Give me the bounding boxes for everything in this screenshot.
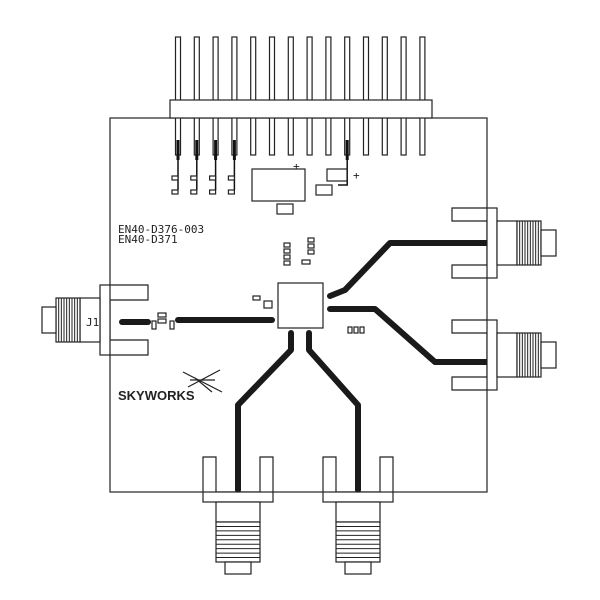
part-number-1: EN40-D376-003	[118, 223, 204, 236]
component-pad	[276, 203, 294, 215]
header-pins	[171, 36, 426, 195]
pad	[190, 189, 198, 195]
polarity-mark-2: +	[353, 169, 360, 182]
sma-connectors	[41, 207, 557, 575]
pin-trace	[338, 160, 348, 186]
part-number-2: EN40-D371	[118, 233, 178, 246]
header-pin	[174, 36, 182, 156]
skyworks-logo: SKYWORKS	[118, 369, 223, 403]
sma-flange	[99, 284, 111, 356]
pad	[171, 175, 179, 181]
pad	[171, 189, 179, 195]
sma-thread	[516, 220, 542, 266]
header-pin	[193, 36, 200, 156]
component-pad	[326, 168, 348, 182]
sma-flange	[202, 491, 274, 503]
pad	[209, 175, 217, 181]
header-pin	[212, 36, 219, 156]
rf-switch-ic	[277, 282, 324, 329]
sma-thread	[516, 332, 542, 378]
rf-traces	[119, 240, 490, 493]
svg-text:SKYWORKS: SKYWORKS	[118, 388, 195, 403]
header-pin	[231, 36, 238, 156]
polarity-mark: +	[293, 160, 300, 173]
sma-thread	[335, 521, 381, 563]
header-pin	[344, 36, 351, 156]
connector-label-j1: J1	[86, 316, 99, 329]
sma-flange	[486, 319, 498, 391]
sma-thread	[55, 297, 81, 343]
pad	[227, 189, 235, 195]
header-pin	[362, 36, 370, 156]
pad	[209, 189, 217, 195]
pad	[227, 175, 235, 181]
component-pad	[315, 184, 333, 196]
header-pin	[400, 36, 407, 156]
header-pin	[306, 36, 313, 156]
sma-flange	[486, 207, 498, 279]
header-pin	[325, 36, 332, 156]
header-pin	[419, 36, 426, 156]
capacitor-large	[251, 168, 306, 202]
header-pin	[268, 36, 276, 156]
sma-thread	[215, 521, 261, 563]
sma-flange	[322, 491, 394, 503]
passive-components	[151, 237, 365, 334]
header-pin	[381, 36, 388, 156]
header-pin	[287, 36, 294, 156]
header-pin	[250, 36, 257, 156]
pad	[190, 175, 198, 181]
header-body	[169, 99, 433, 119]
